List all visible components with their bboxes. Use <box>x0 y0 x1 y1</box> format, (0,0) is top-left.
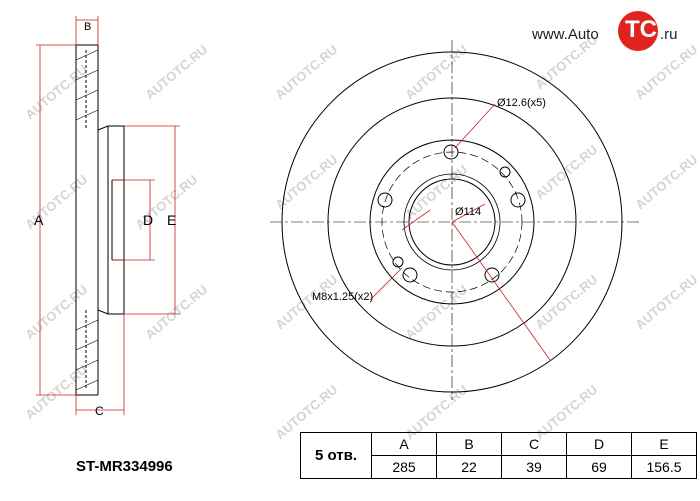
bolt-hole <box>510 192 526 208</box>
side-dimensions <box>36 16 180 415</box>
watermark-text: AUTOTC.RU <box>632 272 700 333</box>
header-e: E <box>631 432 697 456</box>
threaded-hole <box>392 256 404 268</box>
bolt-hole <box>443 144 459 160</box>
side-view <box>75 44 125 396</box>
value-b: 22 <box>436 455 502 479</box>
value-e: 156.5 <box>631 455 697 479</box>
header-d: D <box>566 432 632 456</box>
table-row: 285 22 39 69 156.5 <box>301 455 697 479</box>
label-e: E <box>167 212 176 228</box>
header-b: B <box>436 432 502 456</box>
watermark-text: AUTOTC.RU <box>632 152 700 213</box>
watermark-text: AUTOTC.RU <box>22 282 90 343</box>
header-a: A <box>371 432 437 456</box>
watermark-text: AUTOTC.RU <box>22 362 90 423</box>
watermark-text: AUTOTC.RU <box>22 172 90 233</box>
label-d: D <box>143 212 153 228</box>
bolt-hole <box>377 192 393 208</box>
bolt-hole <box>402 267 418 283</box>
autotc-logo: www.Auto TC .ru <box>532 8 692 56</box>
watermark-text: AUTOTC.RU <box>22 62 90 123</box>
label-b: B <box>84 21 91 33</box>
logo-badge-text: TC <box>625 16 657 43</box>
watermark-text: AUTOTC.RU <box>272 42 340 103</box>
watermark-text: AUTOTC.RU <box>142 42 210 103</box>
value-c: 39 <box>501 455 567 479</box>
watermark-text: AUTOTC.RU <box>532 142 600 203</box>
watermark-text: AUTOTC.RU <box>402 42 470 103</box>
center-lines <box>270 40 640 400</box>
header-c: C <box>501 432 567 456</box>
threaded-hole <box>499 166 511 178</box>
leader-lines <box>369 103 551 361</box>
watermark-text: AUTOTC.RU <box>142 282 210 343</box>
logo-www-text: www.Auto <box>532 26 599 43</box>
bolt-hole <box>484 267 500 283</box>
watermark-text: AUTOTC.RU <box>272 152 340 213</box>
thread-label: M8x1.25(x2) <box>312 291 373 303</box>
holes-count-cell: 5 отв. <box>300 432 372 479</box>
side-labels: A B C D E <box>34 21 176 418</box>
spec-table: 5 отв. A B C D E 285 22 39 69 156.5 <box>300 432 697 479</box>
hat-profile <box>97 125 125 315</box>
bolt-hole-label: Ø12.6(x5) <box>497 97 546 109</box>
front-annotations: Ø12.6(x5) Ø114 M8x1.25(x2) <box>312 97 546 303</box>
label-a: A <box>34 212 44 228</box>
watermark-text: AUTOTC.RU <box>532 272 600 333</box>
logo-badge <box>618 11 658 51</box>
part-number: ST-MR334996 <box>76 458 173 475</box>
value-a: 285 <box>371 455 437 479</box>
watermark-text: AUTOTC.RU <box>402 282 470 343</box>
table-row: 5 отв. A B C D E <box>300 432 697 479</box>
pcd-label: Ø114 <box>455 206 481 218</box>
label-c: C <box>95 404 104 418</box>
logo-ru-text: .ru <box>660 26 678 43</box>
value-d: 69 <box>566 455 632 479</box>
